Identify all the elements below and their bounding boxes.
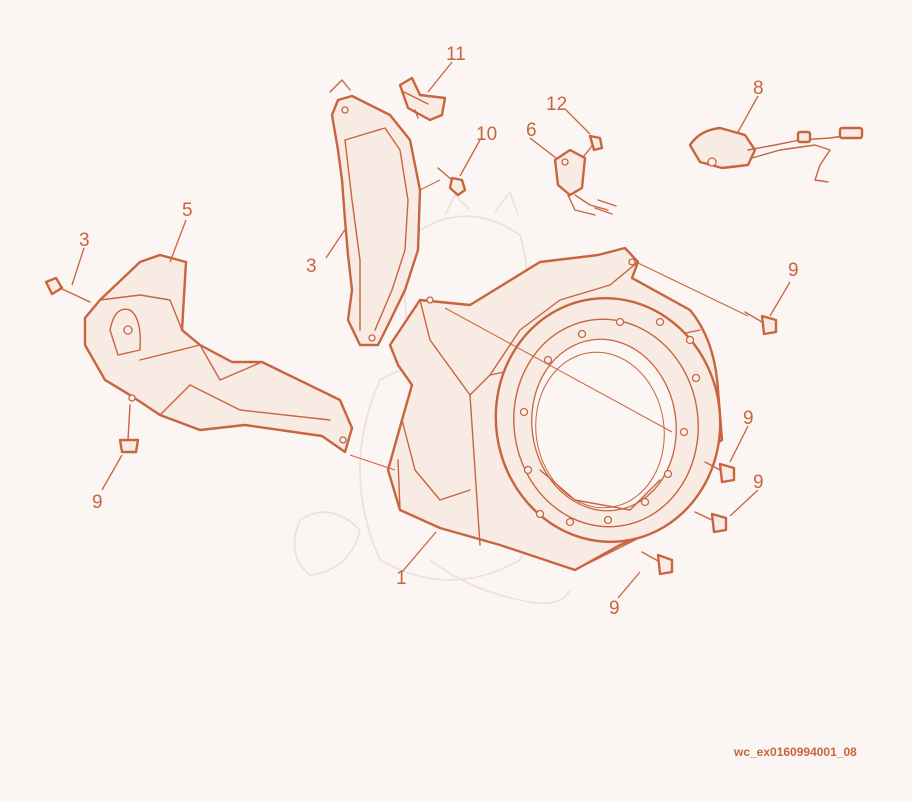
sensor-assembly bbox=[688, 126, 864, 183]
callout-3-upper: 3 bbox=[306, 256, 317, 277]
callout-9-upper-right: 9 bbox=[788, 260, 799, 281]
bolt-right-lower bbox=[694, 511, 728, 534]
clip-part bbox=[398, 76, 447, 122]
curved-air-guide bbox=[329, 79, 422, 347]
callout-6: 6 bbox=[526, 120, 537, 141]
bolt-right-upper bbox=[744, 311, 778, 336]
screw-12 bbox=[583, 134, 604, 157]
callout-labels: 1 3 3 5 6 8 9 9 9 9 9 10 11 12 bbox=[79, 44, 799, 619]
leader-lines bbox=[71, 61, 791, 599]
callout-10: 10 bbox=[476, 124, 497, 145]
callout-1: 1 bbox=[396, 568, 407, 589]
bolt-left-top bbox=[44, 276, 91, 303]
callout-11: 11 bbox=[446, 44, 466, 65]
document-id: wc_ex0160994001_08 bbox=[733, 745, 857, 759]
switch-unit bbox=[553, 148, 617, 216]
blower-housing bbox=[386, 246, 724, 572]
bolt-left-bottom bbox=[118, 404, 140, 454]
callout-9-left: 9 bbox=[92, 492, 103, 513]
callout-12: 12 bbox=[546, 94, 567, 115]
screw-10 bbox=[437, 167, 467, 197]
bolt-right-middle bbox=[704, 461, 736, 484]
callout-3-left: 3 bbox=[79, 230, 90, 251]
callout-9-bottom: 9 bbox=[609, 598, 620, 619]
callout-9-lower-right: 9 bbox=[753, 472, 764, 493]
baffle-plate bbox=[83, 253, 354, 454]
bolt-bottom bbox=[641, 551, 674, 576]
callout-5: 5 bbox=[182, 200, 193, 221]
callout-8: 8 bbox=[753, 78, 764, 99]
callout-9-middle-right: 9 bbox=[743, 408, 754, 429]
assembly-lines bbox=[349, 179, 749, 471]
